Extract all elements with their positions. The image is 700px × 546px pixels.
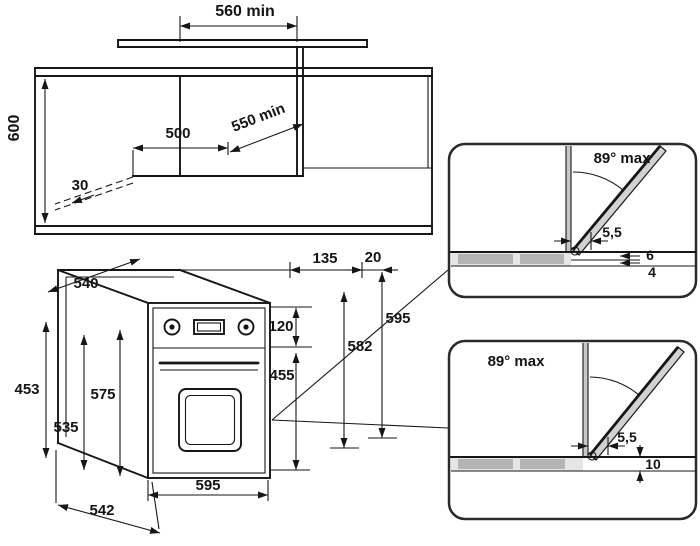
dim-label-600: 600 [6, 115, 23, 142]
detail-top-4-label: 4 [648, 264, 656, 280]
dim-label-540: 540 [73, 275, 98, 292]
dim-label-575: 575 [90, 386, 115, 403]
detail-bottom-10-label: 10 [645, 456, 661, 472]
detail-top-gap-label: 5,5 [602, 224, 622, 240]
knob-right-icon [237, 318, 255, 336]
dim-label-535: 535 [53, 419, 78, 436]
dim-label-135: 135 [312, 250, 337, 267]
dim-label-453: 453 [14, 381, 39, 398]
dim-label-30: 30 [72, 177, 89, 194]
dim-label-120: 120 [268, 318, 293, 335]
dim-label-455: 455 [269, 367, 294, 384]
dim-label-595-right: 595 [385, 310, 410, 327]
angle-arc [589, 376, 640, 396]
door-window [178, 388, 242, 452]
cabinet-cutout-view: 560 min 600 500 550 min 30 [6, 3, 433, 235]
dim-label-595-front: 595 [195, 477, 220, 494]
detail-top-6-label: 6 [646, 247, 654, 263]
angle-arc [572, 171, 624, 191]
detail-bottom-angle-label: 89° max [488, 353, 546, 370]
oven-door [158, 361, 260, 452]
display-inner [196, 322, 222, 332]
knob-left-icon [163, 318, 181, 336]
hinge-pivot [570, 246, 580, 256]
hinge-detail-top: 89° max 5,5 6 4 [447, 142, 698, 299]
oven-control-panel [163, 318, 255, 336]
display-window [193, 319, 225, 335]
knob-left-dot [169, 324, 175, 330]
hinge-detail-bottom: 89° max 5,5 10 [447, 339, 698, 521]
detail-bottom-gap-label: 5,5 [617, 429, 637, 445]
dim-label-20: 20 [365, 249, 382, 266]
dim-label-550min: 550 min [229, 100, 287, 136]
dim-label-500: 500 [165, 125, 190, 142]
dim-label-560min: 560 min [215, 3, 275, 20]
dim-label-542: 542 [89, 502, 114, 519]
detail-top-angle-label: 89° max [594, 150, 652, 167]
knob-right-dot [243, 324, 249, 330]
oven-isometric-view: 540 453 535 575 542 595 135 20 595 582 [14, 249, 411, 534]
hinge-pivot [587, 451, 597, 461]
detail-leader-lines [271, 269, 449, 429]
